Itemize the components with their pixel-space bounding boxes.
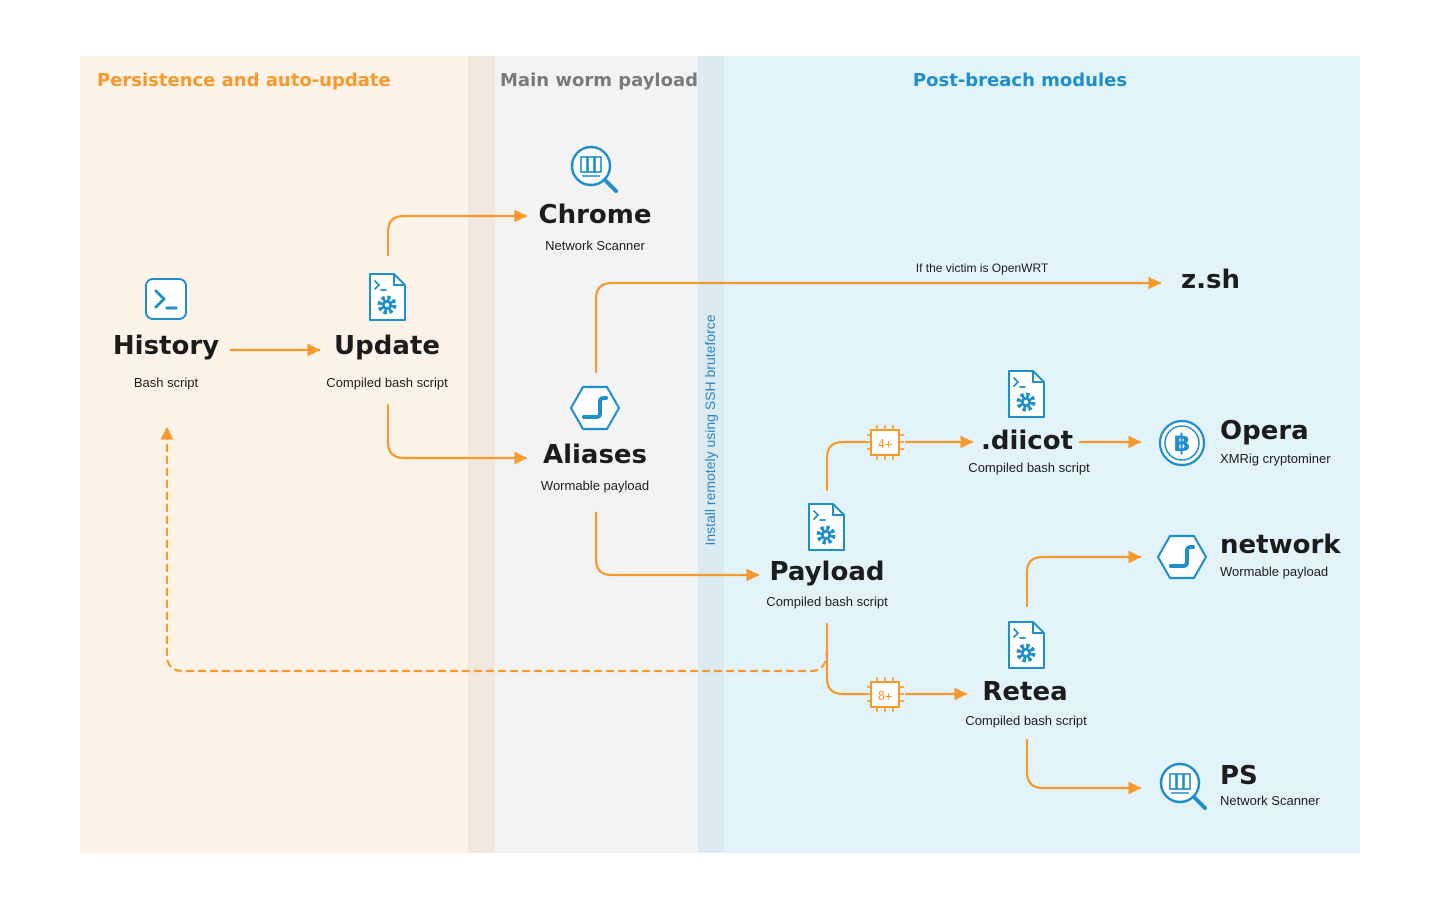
script-gear-icon: [808, 503, 845, 551]
script-gear-icon: [1008, 370, 1045, 418]
node-chrome-subtitle: Network Scanner: [545, 238, 645, 253]
edge-payload-chip4: [825, 440, 868, 492]
edge-aliases-payload: [594, 511, 760, 582]
node-aliases-subtitle: Wormable payload: [540, 478, 650, 493]
edge-retea-ps: [1025, 738, 1142, 795]
edge-aliases-zsh: [594, 276, 1162, 374]
zone-separator-b: [698, 56, 724, 853]
edge-update-chrome: [386, 209, 528, 257]
terminal-icon: [145, 278, 187, 320]
node-opera-title: Opera: [1220, 416, 1309, 446]
node-chrome-title: Chrome: [538, 200, 652, 230]
node-aliases-title: Aliases: [542, 440, 648, 470]
node-payload-subtitle: Compiled bash script: [766, 594, 888, 609]
node-update-title: Update: [334, 331, 440, 361]
worm-icon: [569, 385, 621, 431]
cpu-chip-icon: 4+: [867, 425, 904, 460]
node-network-subtitle: Wormable payload: [1220, 564, 1329, 579]
node-ps-title: PS: [1220, 761, 1258, 791]
bitcoin-icon: ฿: [1158, 419, 1206, 467]
node-update-subtitle: Compiled bash script: [326, 375, 448, 390]
script-gear-icon: [369, 273, 406, 321]
node-retea-title: Retea: [982, 677, 1068, 707]
edge-payload-chip8: [825, 622, 868, 696]
node-network-title: network: [1220, 530, 1341, 560]
node-diicot-title: .diicot: [980, 426, 1074, 456]
cpu-chip-icon: 8+: [867, 677, 904, 712]
edge-update-aliases: [386, 403, 528, 465]
zone-main-payload: [495, 56, 698, 853]
zone-title-post: Post-breach modules: [912, 70, 1128, 91]
script-gear-icon: [1008, 621, 1045, 669]
worm-icon: [1156, 534, 1208, 580]
zone-post-breach: [724, 56, 1360, 853]
edge-payload-history-dashed: [160, 426, 829, 673]
node-zsh-title: z.sh: [1181, 265, 1240, 295]
chip-8-label: 8+: [878, 689, 892, 703]
node-history-title: History: [112, 331, 220, 361]
zone-persistence: [80, 56, 468, 853]
node-retea-subtitle: Compiled bash script: [965, 713, 1087, 728]
node-opera-subtitle: XMRig cryptominer: [1220, 451, 1331, 466]
zone-separator-a: [468, 56, 495, 853]
node-history-subtitle: Bash script: [133, 375, 199, 390]
svg-text:฿: ฿: [1174, 429, 1191, 457]
chip-4-label: 4+: [878, 437, 892, 451]
zone-title-main: Main worm payload: [500, 70, 698, 91]
openwrt-condition-label: If the victim is OpenWRT: [915, 261, 1049, 275]
node-ps-subtitle: Network Scanner: [1220, 793, 1320, 808]
node-payload-title: Payload: [769, 557, 885, 587]
network-scanner-icon: [570, 145, 618, 193]
edge-retea-network: [1025, 550, 1142, 608]
zone-title-persistence: Persistence and auto-update: [97, 70, 391, 91]
node-diicot-subtitle: Compiled bash script: [968, 460, 1090, 475]
network-scanner-icon: [1159, 762, 1207, 810]
